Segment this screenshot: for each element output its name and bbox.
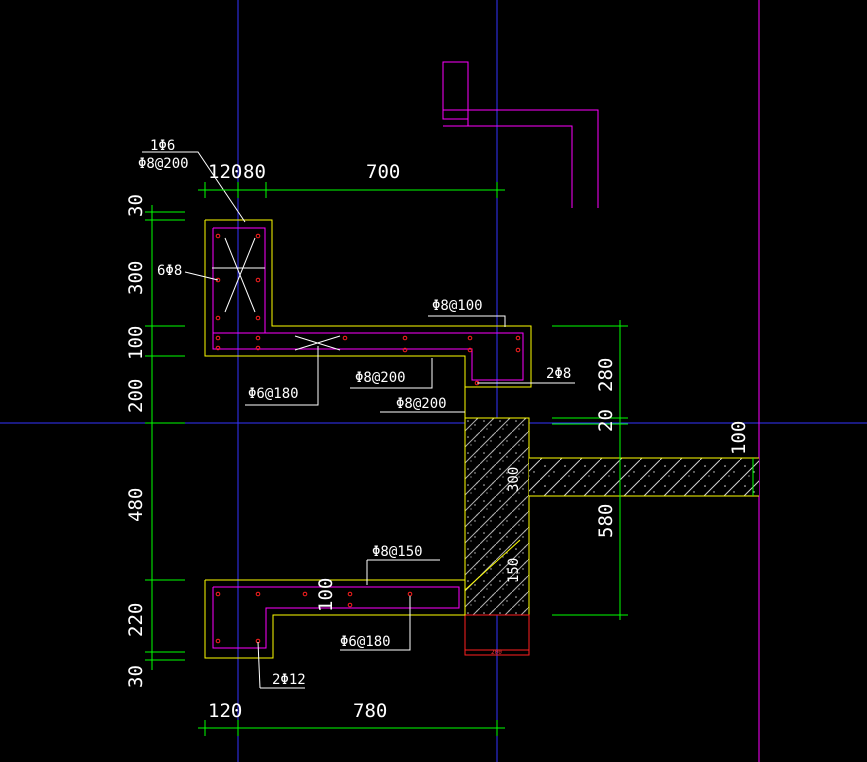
magenta-detail [442, 61, 599, 208]
slab-hatch [529, 458, 759, 496]
dim-left-480: 480 [125, 488, 147, 522]
label-phi8-200-mid2: Φ8@200 [396, 396, 447, 412]
dim-bottom-780: 780 [353, 700, 387, 722]
label-1phi6: 1Φ6 [150, 138, 175, 154]
dim-wall-300: 300 [506, 467, 522, 492]
dimension-texts: 120 80 700 120 780 30 300 100 200 480 22… [125, 161, 750, 722]
dim-wall-150: 150 [506, 558, 522, 583]
label-phi6-180-bottom: Φ6@180 [340, 634, 391, 650]
wall-hatch [465, 418, 529, 615]
dim-slab-100: 100 [728, 421, 750, 455]
dim-right-580: 580 [595, 504, 617, 538]
footing-strip [464, 614, 530, 656]
rebar-dots [215, 233, 521, 644]
dim-left-200: 200 [125, 379, 147, 413]
label-phi8-200-mid: Φ8@200 [355, 370, 406, 386]
dim-left-30a: 30 [125, 194, 147, 217]
dim-strip-200: 200 [491, 649, 502, 656]
inner-dimension-texts: 300 150 100 200 [315, 467, 522, 656]
label-6phi8: 6Φ8 [157, 263, 182, 279]
rebar-labels: 1Φ6 Φ8@200 6Φ8 Φ8@100 Φ6@180 Φ8@200 Φ8@2… [138, 138, 571, 688]
leader-lines [142, 151, 575, 689]
dim-bottom-120: 120 [208, 700, 242, 722]
dim-left-220: 220 [125, 603, 147, 637]
label-phi8-200-top: Φ8@200 [138, 156, 189, 172]
label-2phi12: 2Φ12 [272, 672, 306, 688]
dim-top-80: 80 [243, 161, 266, 183]
label-2phi8: 2Φ8 [546, 366, 571, 382]
label-phi8-100: Φ8@100 [432, 298, 483, 314]
dim-left-30b: 30 [125, 665, 147, 688]
upper-bracket [204, 219, 532, 418]
dim-web-100: 100 [315, 578, 337, 612]
dim-right-20: 20 [595, 409, 617, 432]
dim-left-100: 100 [125, 326, 147, 360]
dim-top-120: 120 [208, 161, 242, 183]
dimension-lines [145, 182, 754, 736]
lower-bracket [204, 539, 521, 659]
dim-right-280: 280 [595, 358, 617, 392]
dim-top-700: 700 [366, 161, 400, 183]
label-phi8-150: Φ8@150 [372, 544, 423, 560]
dim-left-300: 300 [125, 261, 147, 295]
label-phi6-180-top: Φ6@180 [248, 386, 299, 402]
wall-section [464, 417, 759, 656]
